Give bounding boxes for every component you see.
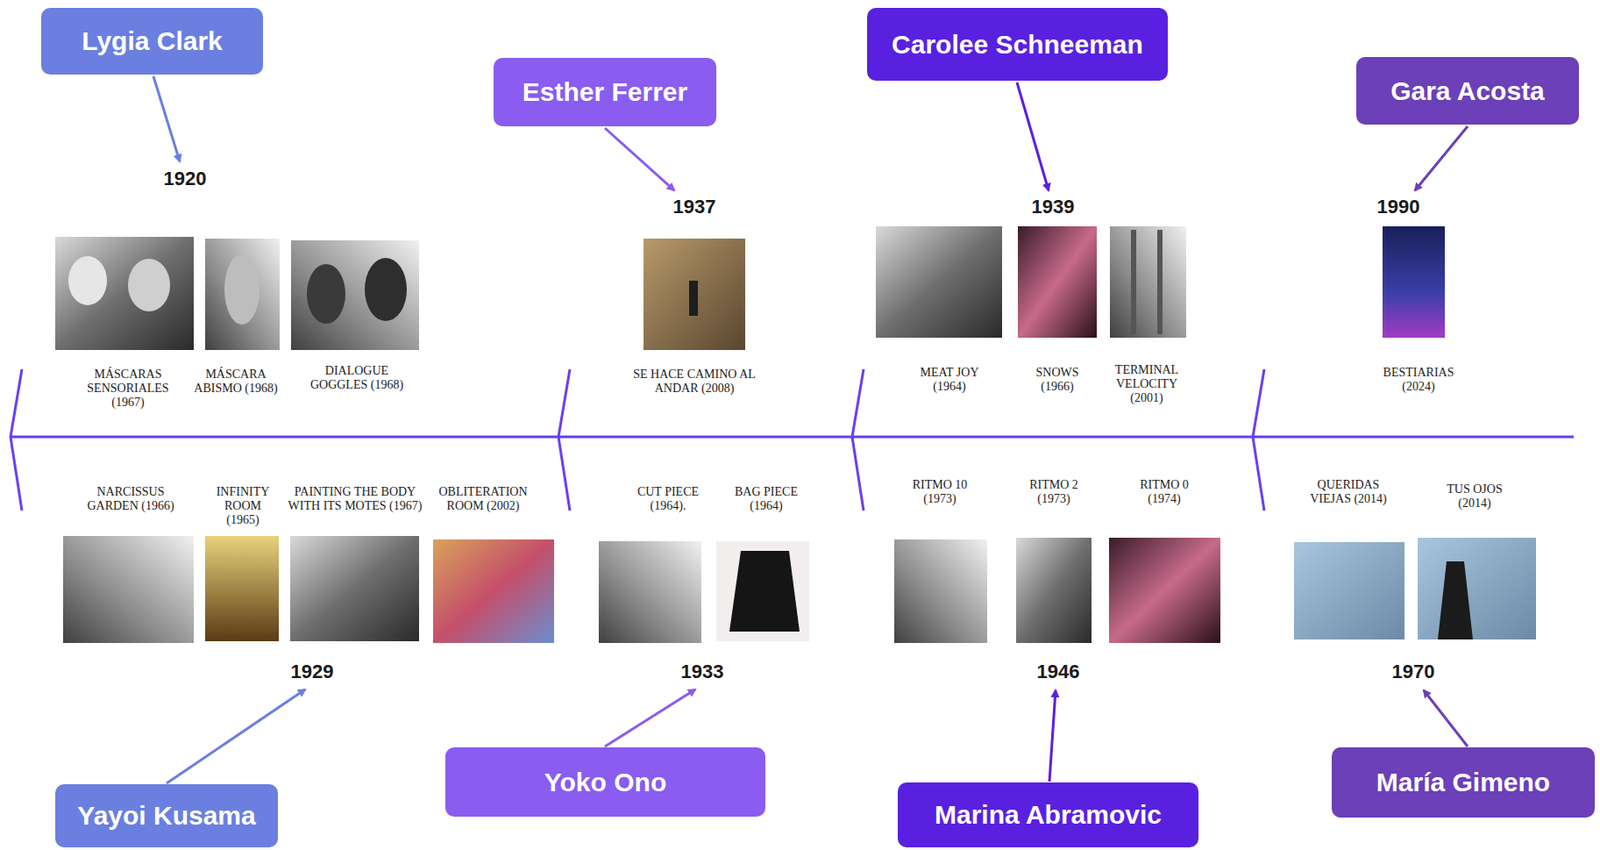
artist-name: Yayoi Kusama	[77, 800, 256, 831]
artwork-caption: TERMINAL VELOCITY (2001)	[1105, 362, 1189, 406]
artwork-caption: RITMO 0 (1974)	[1124, 477, 1204, 506]
artist-box: Carolee Schneeman	[867, 7, 1168, 81]
photo	[1016, 537, 1092, 643]
artist-box: María Gimeno	[1331, 746, 1595, 818]
year-label: 1920	[163, 167, 207, 191]
photo-detail	[306, 263, 346, 324]
artwork-caption: SNOWS (1966)	[1022, 365, 1093, 394]
artwork-caption: QUERIDAS VIEJAS (2014)	[1304, 477, 1393, 506]
artwork-caption: RITMO 10 (1973)	[900, 477, 980, 506]
artist-name: Yoko Ono	[544, 767, 667, 797]
photo	[205, 238, 280, 350]
timeline-chevron	[852, 369, 864, 511]
leader-arrow	[604, 128, 675, 191]
photo	[894, 539, 988, 643]
artist-box: Gara Acosta	[1356, 56, 1579, 125]
year-label: 1990	[1377, 195, 1421, 219]
artist-box: Yoko Ono	[445, 746, 766, 817]
leader-arrow	[166, 689, 306, 783]
photo-group	[63, 535, 1536, 643]
photo	[291, 240, 420, 350]
photo	[1417, 537, 1536, 640]
artwork-caption: MEAT JOY (1964)	[910, 365, 989, 394]
artist-name: Gara Acosta	[1390, 76, 1545, 107]
artwork-caption: SE HACE CAMINO AL ANDAR (2008)	[619, 367, 769, 396]
photo	[1109, 537, 1221, 643]
artwork-caption: NARCISSUS GARDEN (1966)	[82, 484, 179, 513]
artwork-caption: OBLITERATION ROOM (2002)	[433, 484, 534, 513]
photo	[643, 238, 746, 350]
photo	[1294, 541, 1405, 640]
year-label: 1970	[1392, 660, 1436, 683]
artwork-caption: CUT PIECE (1964).	[624, 484, 712, 513]
artwork-caption: PAINTING THE BODY WITH ITS MOTES (1967)	[283, 484, 428, 513]
artwork-caption: BAG PIECE (1964)	[722, 484, 811, 513]
photo	[290, 535, 420, 641]
artwork-caption: BESTIARIAS (2024)	[1370, 365, 1467, 394]
artwork-caption: DIALOGUE GOGGLES (1968)	[299, 363, 414, 392]
leader-arrow	[153, 76, 180, 162]
artist-box: Yayoi Kusama	[55, 783, 278, 847]
artist-name: Carolee Schneeman	[891, 29, 1144, 60]
leader-arrow	[1415, 126, 1468, 191]
year-label: 1937	[673, 195, 717, 219]
artwork-caption: INFINITY ROOM (1965)	[207, 484, 278, 527]
photo-detail	[364, 257, 407, 321]
photo-detail	[1130, 229, 1137, 335]
timeline-chevron	[1252, 369, 1265, 511]
year-label: 1946	[1037, 660, 1081, 683]
photo-detail	[1437, 561, 1473, 640]
artist-name: María Gimeno	[1376, 767, 1551, 797]
photo-detail	[729, 550, 800, 632]
photo-detail	[68, 256, 107, 306]
artwork-caption: TUS OJOS (2014)	[1435, 482, 1515, 511]
artist-box: Esther Ferrer	[493, 57, 717, 127]
photo	[1109, 226, 1187, 338]
leader-arrow	[1016, 82, 1049, 191]
artwork-caption: MÁSCARAS SENSORIALES (1967)	[73, 367, 184, 410]
photo-group	[55, 226, 1445, 350]
year-label: 1939	[1031, 195, 1075, 219]
leader-arrow	[1423, 689, 1468, 747]
timeline-chevron	[10, 369, 22, 511]
photo	[598, 540, 702, 643]
photo-detail	[224, 254, 260, 325]
artist-name: Marina Abramovic	[934, 799, 1162, 830]
artist-name: Esther Ferrer	[522, 77, 688, 107]
artist-name: Lygia Clark	[81, 26, 223, 57]
photo	[205, 535, 279, 641]
leader-arrow	[1049, 689, 1056, 782]
photo-detail	[128, 258, 171, 312]
timeline-chevron	[558, 369, 570, 511]
artist-box: Lygia Clark	[41, 7, 264, 75]
photo	[63, 535, 194, 643]
photo	[55, 236, 194, 350]
photo-detail	[689, 280, 698, 316]
photo	[1382, 226, 1445, 338]
photo	[716, 540, 810, 641]
photo	[433, 539, 555, 643]
artwork-caption: MÁSCARA ABISMO (1968)	[183, 367, 289, 396]
artist-box: Marina Abramovic	[897, 782, 1199, 847]
leader-arrow	[604, 689, 696, 747]
year-label: 1929	[291, 660, 335, 683]
year-label: 1933	[681, 660, 725, 683]
photo	[1017, 226, 1097, 338]
artwork-caption: RITMO 2 (1973)	[1016, 477, 1092, 506]
photo-detail	[1157, 229, 1163, 335]
timeline-axis	[10, 435, 1574, 439]
photo	[875, 226, 1003, 338]
